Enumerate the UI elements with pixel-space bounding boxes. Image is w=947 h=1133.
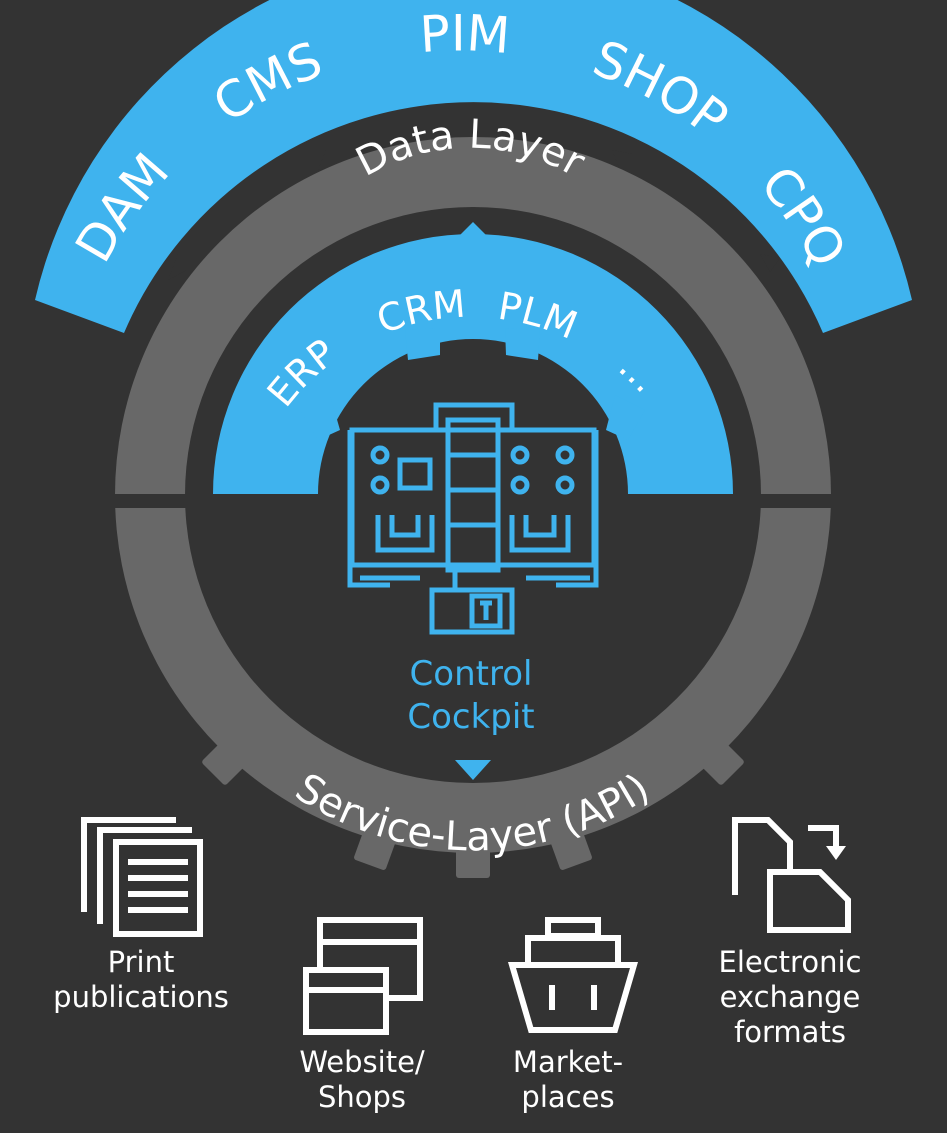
output-exchange-line-2: exchange	[720, 980, 861, 1014]
output-marketplaces: Market- places	[507, 917, 639, 1114]
output-marketplaces-line-1: Market-	[513, 1045, 623, 1079]
outer-systems-ring	[35, 0, 912, 333]
basket-icon	[507, 917, 639, 1033]
cockpit-line-2: Cockpit	[407, 697, 534, 737]
svg-text:PIM: PIM	[418, 4, 512, 65]
label-pim: PIM	[418, 4, 512, 65]
output-website-line-2: Shops	[318, 1080, 406, 1114]
output-exchange-line-1: Electronic	[719, 945, 862, 979]
output-website-line-1: Website/	[299, 1045, 425, 1079]
output-print-line-2: publications	[53, 980, 229, 1014]
output-website: Website/ Shops	[299, 917, 425, 1114]
output-print: Print publications	[53, 817, 229, 1014]
control-panel-icon	[347, 402, 599, 635]
cockpit-arrow-icon	[455, 760, 491, 780]
documents-icon	[81, 817, 203, 937]
output-marketplaces-line-2: places	[521, 1080, 614, 1114]
file-exchange-icon	[732, 817, 851, 933]
browser-windows-icon	[303, 917, 423, 1035]
inner-systems-gear	[213, 222, 733, 494]
output-exchange: Electronic exchange formats	[719, 817, 862, 1049]
output-print-line-1: Print	[108, 945, 175, 979]
cockpit-line-1: Control	[410, 654, 533, 694]
output-exchange-line-3: formats	[734, 1015, 846, 1049]
